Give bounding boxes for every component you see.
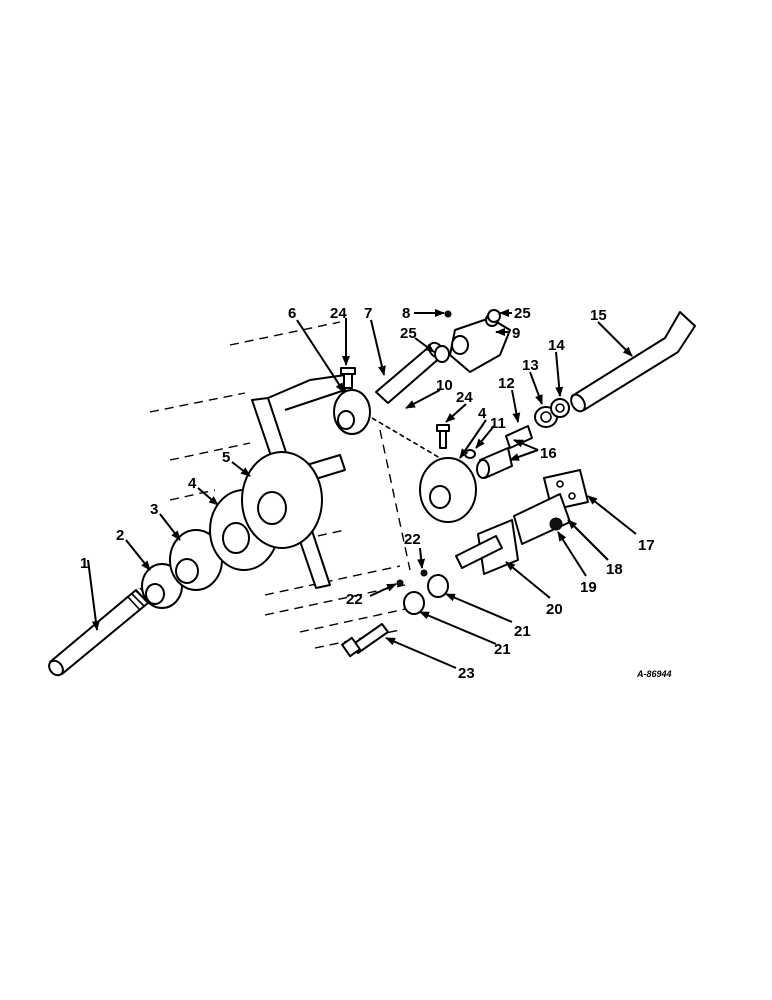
callout-7: 7 [364, 305, 372, 322]
callout-20: 20 [546, 601, 563, 618]
callout-5: 5 [222, 449, 230, 466]
callout-18: 18 [606, 561, 623, 578]
bushing-part-25 [434, 309, 501, 363]
callout-11: 11 [490, 415, 506, 432]
callout-21b: 21 [494, 641, 511, 658]
callout-14: 14 [548, 337, 565, 354]
bolt-part-23 [341, 623, 389, 658]
callout-6: 6 [288, 305, 296, 322]
fitting-part-22 [396, 569, 428, 587]
callout-2: 2 [116, 527, 124, 544]
callout-4b: 4 [478, 405, 487, 422]
bolt-part-24-upper [340, 367, 356, 389]
bolt-part-24-lower [436, 424, 450, 449]
callout-22a: 22 [404, 531, 421, 548]
washer-part-14 [550, 398, 570, 418]
callout-16: 16 [540, 445, 557, 462]
callout-13: 13 [522, 357, 539, 374]
callout-15: 15 [590, 307, 607, 324]
leader-arrows [87, 309, 637, 669]
drawing-reference-number: A-86944 [636, 669, 672, 679]
callout-24b: 24 [456, 389, 473, 406]
callout-10: 10 [436, 377, 453, 394]
sleeve-part-12 [505, 425, 533, 449]
callout-3: 3 [150, 501, 158, 518]
bearing-housing-part-9 [449, 313, 511, 373]
callout-19: 19 [580, 579, 597, 596]
shaft-part-15 [570, 311, 696, 413]
callout-21a: 21 [514, 623, 531, 640]
washer-part-11 [464, 449, 476, 459]
callout-4: 4 [188, 475, 197, 492]
sprocket-part-4-right [419, 457, 477, 523]
callout-labels: 1 2 3 4 5 6 24 7 8 25 9 25 10 24 4 11 12… [80, 305, 655, 682]
sprocket-part-5 [241, 451, 323, 549]
callout-25b: 25 [514, 305, 531, 322]
chain-part-10 [371, 417, 441, 459]
callout-22b: 22 [346, 591, 363, 608]
callout-8: 8 [402, 305, 410, 322]
callout-23: 23 [458, 665, 475, 682]
sprocket-part-6 [333, 389, 371, 435]
callout-1: 1 [80, 555, 88, 572]
shaft-part-1 [48, 587, 151, 677]
idler-part-21 [403, 574, 449, 615]
fitting-part-8 [444, 310, 452, 318]
collar-part-16 [476, 447, 513, 479]
callout-24a: 24 [330, 305, 347, 322]
callout-17: 17 [638, 537, 655, 554]
nut-part-19 [549, 517, 563, 531]
plate-part-20 [455, 519, 519, 575]
callout-9: 9 [512, 325, 520, 342]
sprocket-part-2 [141, 563, 183, 609]
callout-25a: 25 [400, 325, 417, 342]
callout-12: 12 [498, 375, 515, 392]
